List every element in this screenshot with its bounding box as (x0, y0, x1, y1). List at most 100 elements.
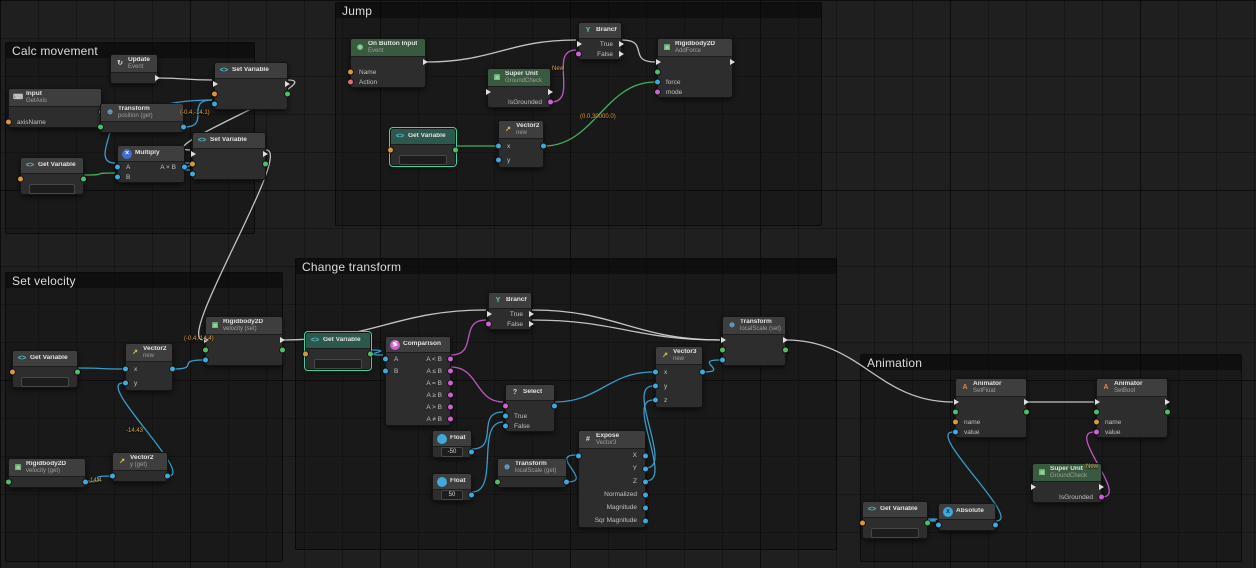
node-setfloat[interactable]: AAnimatorSetFloatnamevalue (955, 378, 1027, 438)
node-float-50[interactable]: Float50 (432, 473, 472, 501)
node-get-variable-1[interactable]: <>Get Variable (20, 157, 84, 195)
input-port[interactable] (123, 381, 128, 386)
flow-out-port[interactable] (285, 81, 290, 87)
output-port[interactable] (285, 92, 290, 97)
input-port[interactable] (953, 410, 958, 415)
value-field[interactable] (29, 184, 75, 194)
output-port[interactable] (552, 404, 557, 409)
node-multiply[interactable]: ×MultiplyAA × BB (117, 145, 185, 183)
output-port[interactable] (182, 165, 187, 170)
value-field[interactable] (21, 377, 69, 387)
output-port[interactable] (448, 405, 453, 410)
input-port[interactable] (388, 148, 393, 153)
flow-in-port[interactable] (954, 399, 959, 405)
output-port[interactable] (1024, 410, 1029, 415)
node-velocity-get[interactable]: ▣Rigidbody2Dvelocity (get) (8, 458, 86, 488)
input-port[interactable] (6, 120, 11, 125)
input-port[interactable] (496, 158, 501, 163)
output-port[interactable] (993, 523, 998, 528)
value-field[interactable] (871, 528, 919, 538)
input-port[interactable] (496, 144, 501, 149)
output-port[interactable] (700, 370, 705, 375)
input-port[interactable] (110, 474, 115, 479)
output-port[interactable] (643, 466, 648, 471)
output-port[interactable] (469, 493, 474, 498)
input-port[interactable] (576, 52, 581, 57)
value-field[interactable] (314, 359, 362, 369)
output-port[interactable] (1165, 410, 1170, 415)
value-field[interactable]: -50 (441, 447, 463, 457)
node-expose-vector3[interactable]: #ExposeVector3XYZNormalizedMagnitudeSqr … (578, 430, 646, 528)
input-port[interactable] (115, 165, 120, 170)
output-port[interactable] (453, 148, 458, 153)
input-port[interactable] (6, 480, 11, 485)
node-comparison[interactable]: ≶ComparisonAA < BBA ≤ BA = BA ≥ BA > BA … (385, 336, 451, 426)
output-port[interactable] (448, 369, 453, 374)
node-vector2-y-get[interactable]: ↗Vector2y (get) (112, 452, 168, 482)
output-port[interactable] (75, 370, 80, 375)
input-port[interactable] (495, 480, 500, 485)
flow-out-port[interactable] (619, 51, 624, 57)
output-port[interactable] (643, 479, 648, 484)
node-addforce[interactable]: ▣Rigidbody2DAddForceforcemode (657, 38, 733, 98)
node-setbool[interactable]: AAnimatorSetBoolnamevalue (1096, 378, 1168, 438)
output-port[interactable] (469, 450, 474, 455)
output-port[interactable] (564, 480, 569, 485)
value-field[interactable]: 50 (441, 490, 463, 500)
node-branch-ct[interactable]: YBranchTrueFalse (488, 292, 532, 330)
output-port[interactable] (170, 367, 175, 372)
input-port[interactable] (212, 92, 217, 97)
input-port[interactable] (10, 370, 15, 375)
node-on-button-input[interactable]: ◉On Button InputEventNameAction (350, 38, 426, 88)
node-get-variable-anim[interactable]: <>Get Variable (862, 501, 928, 539)
input-port[interactable] (953, 430, 958, 435)
output-port[interactable] (368, 352, 373, 357)
flow-out-port[interactable] (1099, 484, 1104, 490)
input-port[interactable] (212, 102, 217, 107)
node-set-variable-1[interactable]: <>Set Variable (214, 62, 288, 110)
node-branch-jump[interactable]: YBranchTrueFalse (578, 22, 622, 60)
input-port[interactable] (203, 358, 208, 363)
flow-in-port[interactable] (577, 41, 582, 47)
input-port[interactable] (115, 175, 120, 180)
flow-out-port[interactable] (1165, 399, 1170, 405)
input-port[interactable] (503, 424, 508, 429)
flow-in-port[interactable] (721, 337, 726, 343)
input-port[interactable] (1094, 430, 1099, 435)
node-vector3-ct[interactable]: ↗Vector3newxyz (655, 346, 703, 408)
input-port[interactable] (953, 420, 958, 425)
flow-in-port[interactable] (213, 81, 218, 87)
flow-out-port[interactable] (529, 311, 534, 317)
node-groundcheck-jump[interactable]: ▣Super UnitGroundCheckIsGrounded (487, 68, 551, 108)
node-transform-position-get[interactable]: ⊕Transformposition (get) (100, 103, 184, 133)
flow-in-port[interactable] (656, 59, 661, 65)
node-velocity-set[interactable]: ▣Rigidbody2Dvelocity (set) (205, 316, 283, 366)
input-port[interactable] (503, 404, 508, 409)
input-port[interactable] (655, 90, 660, 95)
flow-out-port[interactable] (548, 89, 553, 95)
output-port[interactable] (643, 492, 648, 497)
node-groundcheck-anim[interactable]: ▣Super UnitGroundCheckIsGrounded (1032, 463, 1102, 503)
node-update-event[interactable]: ↻UpdateEvent (110, 54, 158, 84)
output-port[interactable] (643, 518, 648, 523)
output-port[interactable] (448, 393, 453, 398)
output-port[interactable] (81, 177, 86, 182)
output-port[interactable] (263, 162, 268, 167)
flow-out-port[interactable] (280, 337, 285, 343)
node-vector2-sv[interactable]: ↗Vector2newxy (125, 343, 173, 391)
input-port[interactable] (190, 172, 195, 177)
node-float-neg50[interactable]: Float-50 (432, 430, 472, 458)
flow-out-port[interactable] (423, 59, 428, 65)
output-port[interactable] (448, 357, 453, 362)
flow-in-port[interactable] (486, 89, 491, 95)
flow-out-port[interactable] (263, 151, 268, 157)
flow-in-port[interactable] (1031, 484, 1036, 490)
input-port[interactable] (348, 70, 353, 75)
input-port[interactable] (503, 414, 508, 419)
output-port[interactable] (925, 521, 930, 526)
output-port[interactable] (448, 381, 453, 386)
node-absolute[interactable]: xAbsolute (938, 503, 996, 531)
output-port[interactable] (165, 474, 170, 479)
flow-in-port[interactable] (204, 337, 209, 343)
